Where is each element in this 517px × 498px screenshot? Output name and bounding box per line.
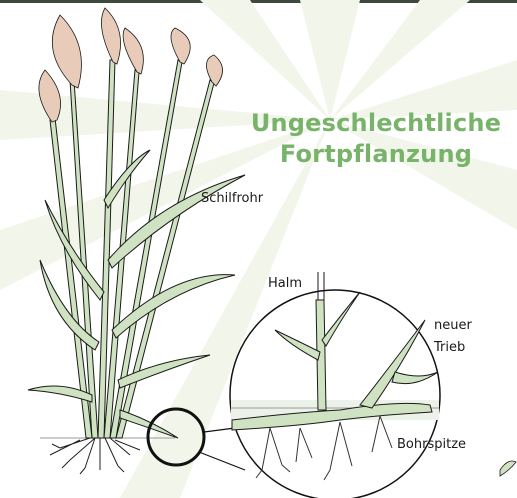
label-halm: Halm — [268, 276, 302, 291]
label-schilfrohr: Schilfrohr — [201, 191, 263, 206]
label-trieb: Trieb — [434, 340, 465, 355]
small-plant-corner — [500, 461, 516, 476]
label-bohrspitze: Bohrspitze — [397, 437, 466, 452]
diagram-title: Ungeschlechtliche Fortpflanzung — [235, 108, 517, 170]
magnified-view — [230, 272, 440, 498]
connector-line-lower — [199, 452, 245, 470]
label-neuer: neuer — [434, 318, 472, 333]
title-line-1: Ungeschlechtliche — [235, 108, 517, 139]
title-line-2: Fortpflanzung — [235, 139, 517, 170]
plant-roots — [50, 438, 140, 474]
connector-line — [204, 428, 235, 432]
